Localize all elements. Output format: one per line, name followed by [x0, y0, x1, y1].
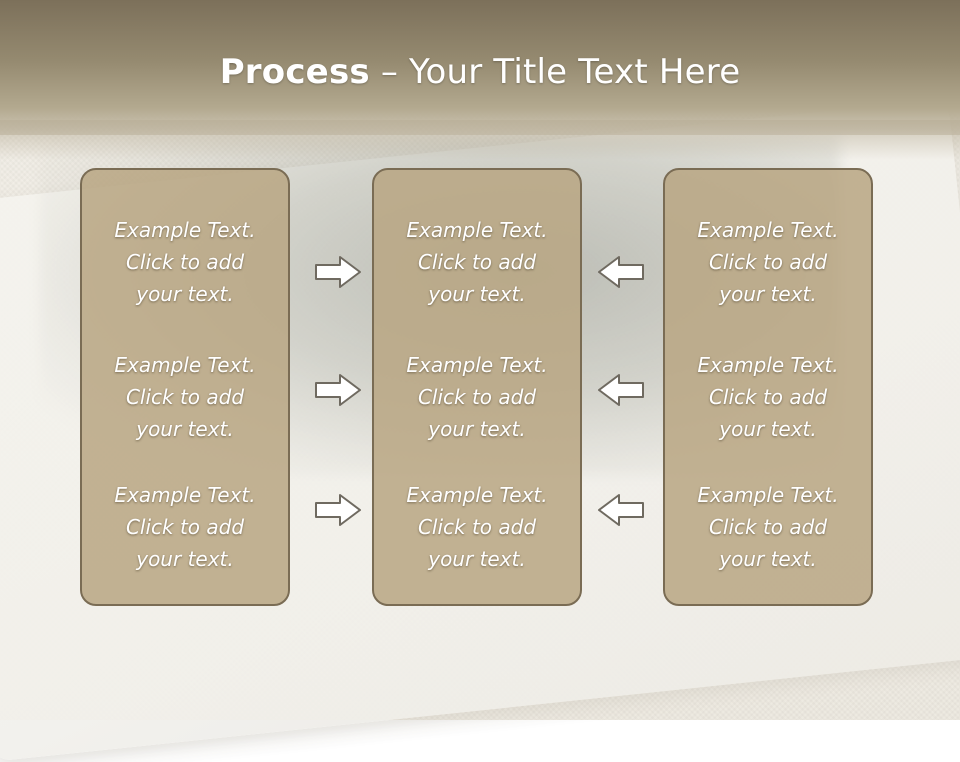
text-line: Click to add — [125, 515, 245, 539]
text-placeholder[interactable]: Example Text. Click to add your text. — [82, 479, 288, 575]
text-line: Example Text. — [406, 483, 548, 507]
text-line: Example Text. — [406, 353, 548, 377]
text-line: your text. — [136, 282, 234, 306]
arrow-right-icon — [315, 374, 361, 406]
text-line: Example Text. — [406, 218, 548, 242]
text-placeholder[interactable]: Example Text. Click to add your text. — [374, 214, 580, 310]
text-line: Example Text. — [697, 218, 839, 242]
text-line: Click to add — [417, 385, 537, 409]
text-placeholder[interactable]: Example Text. Click to add your text. — [665, 349, 871, 445]
title-band-fade — [0, 120, 960, 160]
slide-title-rest: – Your Title Text Here — [369, 52, 741, 92]
text-placeholder[interactable]: Example Text. Click to add your text. — [665, 214, 871, 310]
text-line: Click to add — [417, 515, 537, 539]
text-placeholder[interactable]: Example Text. Click to add your text. — [82, 214, 288, 310]
text-line: Example Text. — [114, 483, 256, 507]
arrow-left-icon — [598, 374, 644, 406]
title-band — [0, 0, 960, 135]
text-line: Example Text. — [697, 353, 839, 377]
arrow-left-icon — [598, 256, 644, 288]
text-line: Click to add — [417, 250, 537, 274]
text-line: Click to add — [708, 385, 828, 409]
text-line: Click to add — [708, 250, 828, 274]
text-line: Click to add — [125, 385, 245, 409]
text-line: Click to add — [125, 250, 245, 274]
arrow-left-icon — [598, 494, 644, 526]
process-box-center[interactable]: Example Text. Click to add your text. Ex… — [372, 168, 582, 606]
arrow-right-icon — [315, 494, 361, 526]
text-line: Click to add — [708, 515, 828, 539]
text-line: your text. — [136, 417, 234, 441]
text-placeholder[interactable]: Example Text. Click to add your text. — [665, 479, 871, 575]
text-line: your text. — [428, 282, 526, 306]
process-box-right[interactable]: Example Text. Click to add your text. Ex… — [663, 168, 873, 606]
text-line: Example Text. — [114, 353, 256, 377]
text-line: your text. — [428, 547, 526, 571]
slide-title-bold: Process — [219, 52, 370, 92]
text-line: your text. — [719, 417, 817, 441]
text-line: Example Text. — [697, 483, 839, 507]
process-box-left[interactable]: Example Text. Click to add your text. Ex… — [80, 168, 290, 606]
text-placeholder[interactable]: Example Text. Click to add your text. — [374, 349, 580, 445]
text-line: your text. — [719, 282, 817, 306]
text-line: your text. — [428, 417, 526, 441]
text-line: your text. — [136, 547, 234, 571]
text-placeholder[interactable]: Example Text. Click to add your text. — [82, 349, 288, 445]
text-line: your text. — [719, 547, 817, 571]
text-placeholder[interactable]: Example Text. Click to add your text. — [374, 479, 580, 575]
slide-title[interactable]: Process – Your Title Text Here — [0, 52, 960, 92]
arrow-right-icon — [315, 256, 361, 288]
text-line: Example Text. — [114, 218, 256, 242]
